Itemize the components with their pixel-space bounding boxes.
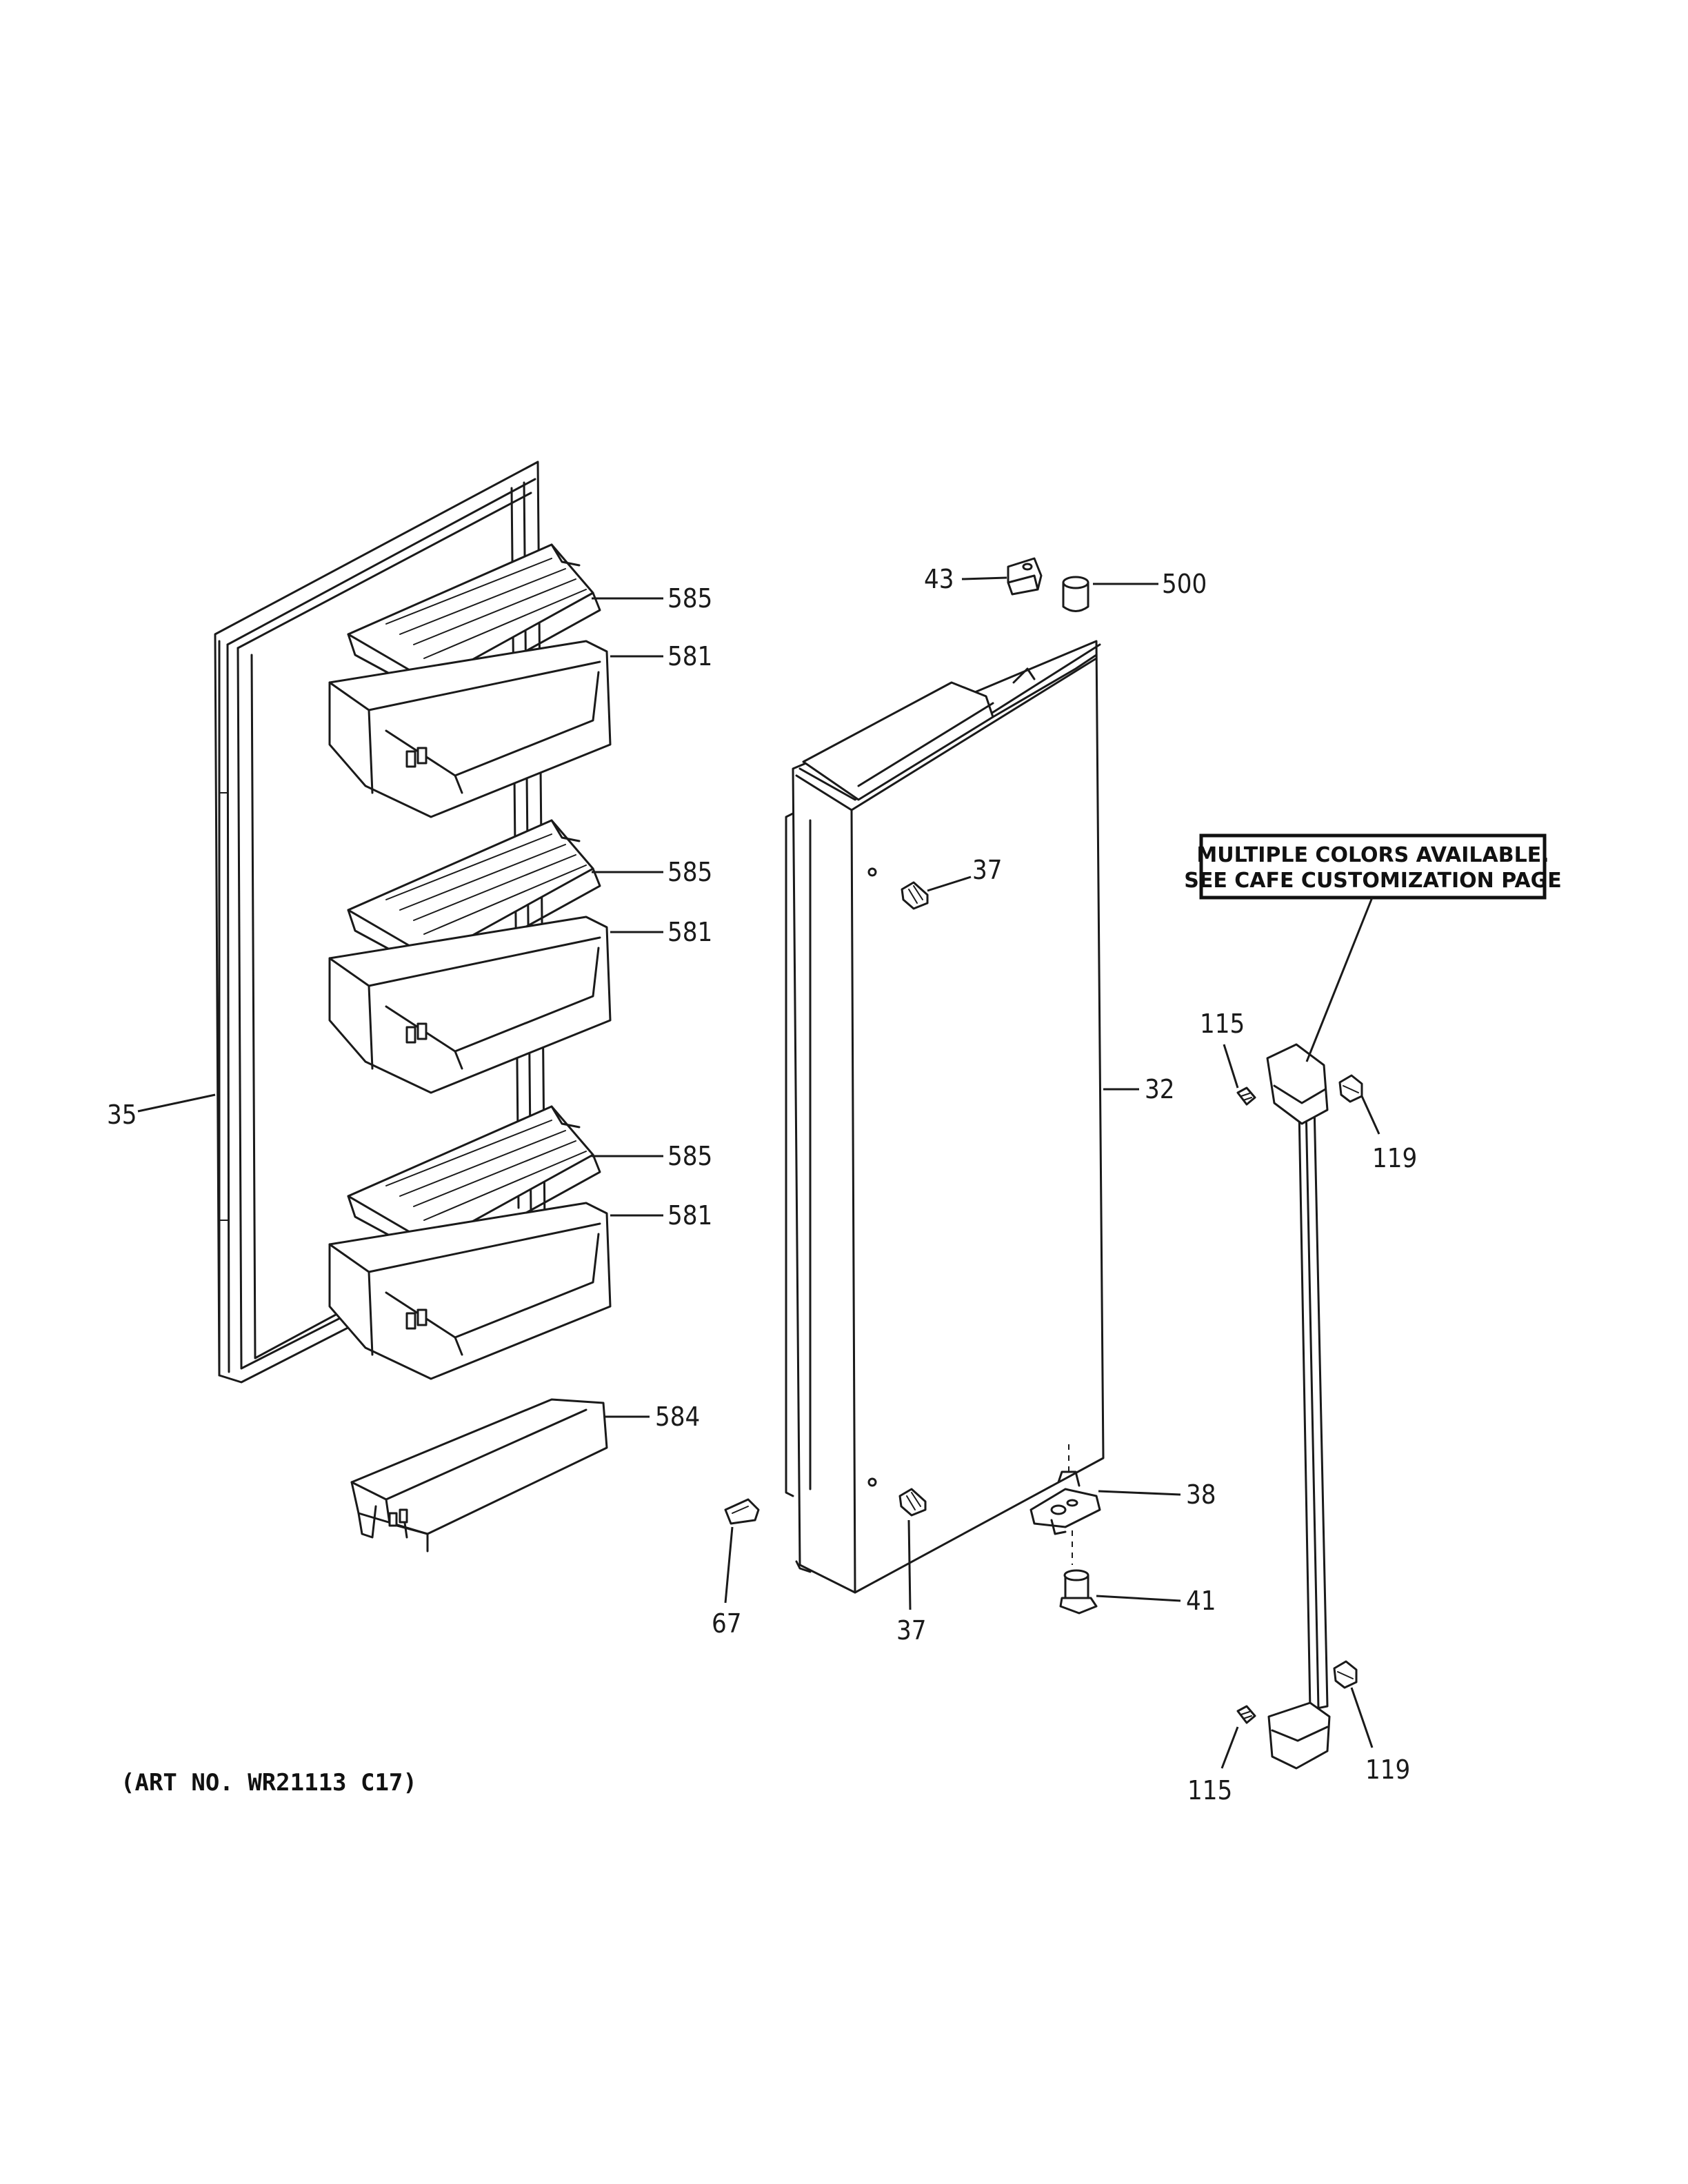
screw-lower (898, 1488, 927, 1517)
note-line-1: MULTIPLE COLORS AVAILABLE. (1196, 843, 1549, 867)
door-bin-middle (328, 916, 612, 1094)
callout-119-lower: 119 (1365, 1755, 1410, 1785)
set-screw-upper (1236, 1086, 1256, 1106)
door-stop-part (1007, 557, 1043, 596)
shelf-cover-bottom (347, 1105, 601, 1263)
set-screw-lower (1236, 1705, 1256, 1724)
callout-115-lower: 115 (1187, 1775, 1232, 1806)
hinge-pin (1059, 1569, 1098, 1615)
mounting-stud-lower (1333, 1660, 1358, 1689)
art-number: (ART NO. WR21113 C17) (121, 1769, 417, 1797)
callout-43: 43 (924, 564, 954, 594)
leader-lines (137, 576, 1380, 1769)
callout-581-middle: 581 (667, 917, 712, 947)
door-assembly (785, 640, 1105, 1594)
callout-119-upper: 119 (1372, 1143, 1417, 1173)
shelf-cover-top (347, 543, 601, 701)
callout-32: 32 (1145, 1074, 1175, 1104)
callout-585-bottom: 585 (667, 1141, 712, 1171)
door-bin-bottom (328, 1202, 612, 1380)
callout-38: 38 (1186, 1479, 1216, 1510)
bushing-part (1062, 576, 1089, 612)
callout-67: 67 (712, 1608, 742, 1639)
note-line-2: SEE CAFE CUSTOMIZATION PAGE (1184, 869, 1562, 893)
callout-37-lower: 37 (896, 1615, 927, 1646)
callout-115-upper: 115 (1200, 1009, 1245, 1039)
mounting-stud-upper (1338, 1074, 1363, 1103)
callout-581-top: 581 (667, 641, 712, 671)
callout-41: 41 (1186, 1586, 1216, 1616)
door-handle (1266, 1043, 1331, 1770)
callout-585-middle: 585 (667, 857, 712, 887)
callout-585-top: 585 (667, 583, 712, 614)
shelf-cover-middle (347, 819, 601, 977)
clip-part (724, 1498, 760, 1525)
screw-upper (901, 881, 929, 910)
small-door-bin (350, 1398, 608, 1553)
callout-labels: 585 581 585 581 585 581 584 35 43 500 37… (107, 564, 1417, 1806)
callout-584: 584 (655, 1402, 700, 1432)
color-note-box: MULTIPLE COLORS AVAILABLE. SEE CAFE CUST… (1184, 833, 1562, 1062)
callout-35: 35 (107, 1100, 137, 1130)
callout-581-bottom: 581 (667, 1200, 712, 1231)
door-bin-top (328, 640, 612, 818)
callout-500: 500 (1162, 569, 1207, 599)
callout-37-upper: 37 (972, 855, 1003, 885)
